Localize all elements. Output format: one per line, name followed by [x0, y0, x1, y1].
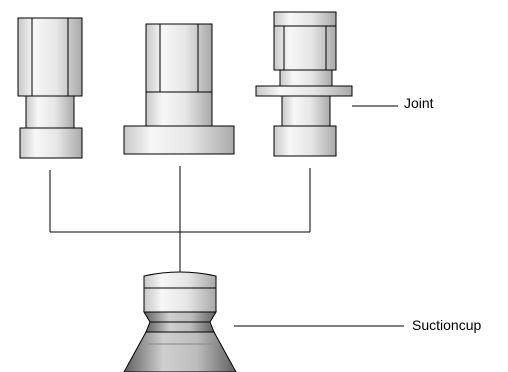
fitting-hex-left — [17, 17, 83, 159]
joint-flange — [255, 85, 353, 97]
joint-label: Joint — [404, 95, 434, 111]
leader-lines — [234, 105, 404, 327]
fitting-joint-right — [255, 11, 353, 157]
connector-lines — [49, 166, 311, 272]
suction-cup — [123, 271, 237, 372]
suction-cup-label: Suctioncup — [412, 317, 482, 333]
fitting-flat-middle — [123, 23, 235, 155]
